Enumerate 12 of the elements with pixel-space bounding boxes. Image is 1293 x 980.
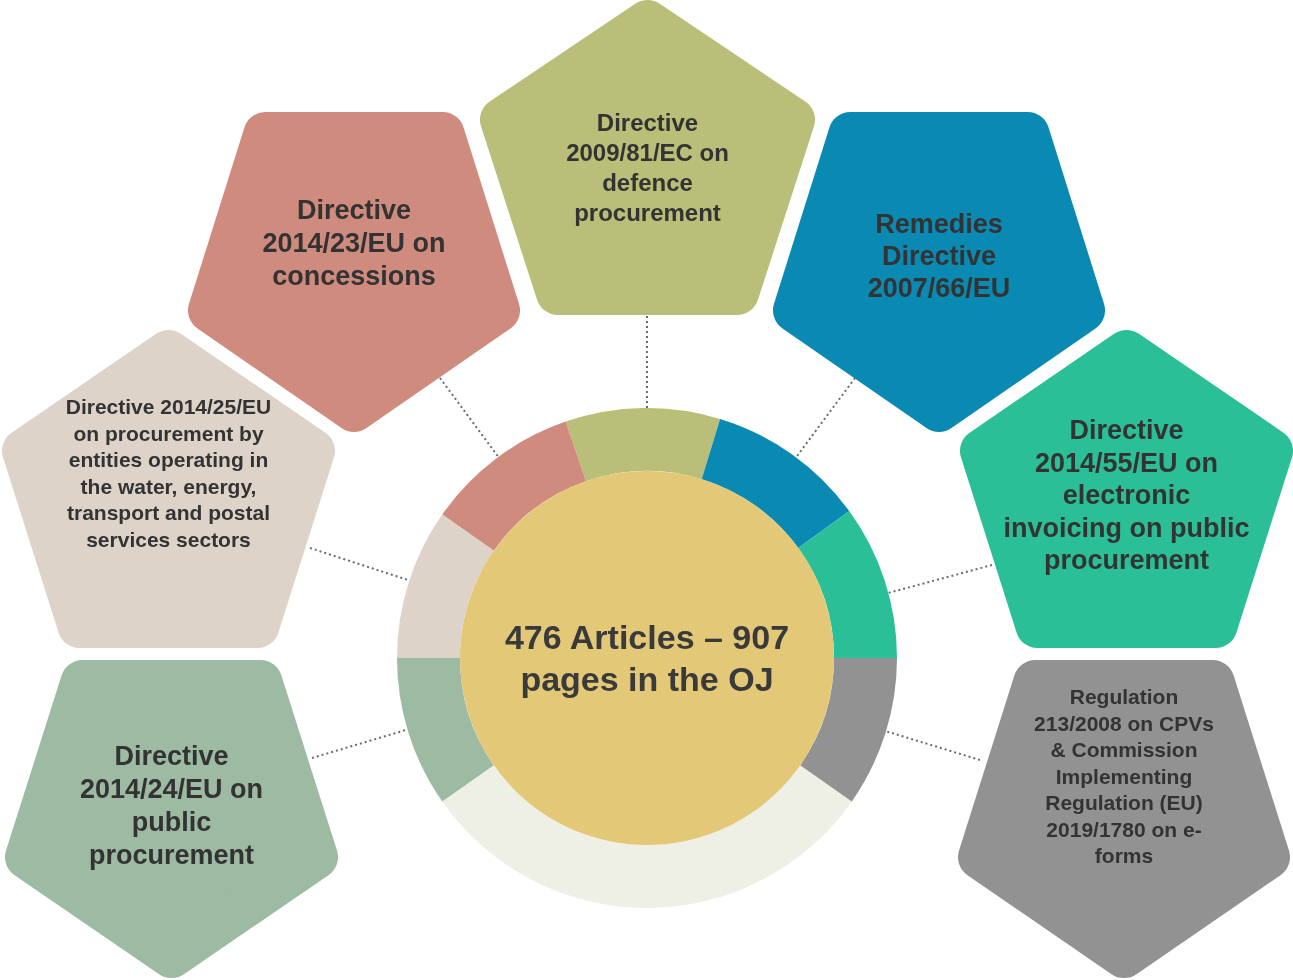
directive-label: Directive 2014/24/EU on public procurement — [78, 740, 265, 872]
directive-label: Regulation 213/2008 on CPVs & Commission Implementing Regulation (EU) 2019/1780 on e-forms — [1033, 684, 1215, 869]
directive-label: Directive 2014/23/EU on concessions — [261, 194, 447, 293]
directive-label: Directive 2014/25/EU on procurement by entities operating in the water, energy, transport and postal services sectors — [64, 394, 273, 553]
center-text: 476 Articles – 907 pages in the OJ — [503, 617, 791, 700]
directive-label: Directive 2009/81/EC on defence procurement — [565, 108, 730, 228]
dotted-connector — [439, 377, 500, 458]
dotted-connector — [885, 730, 981, 761]
dotted-connector — [646, 315, 648, 409]
dotted-connector — [887, 564, 993, 594]
directive-label: Remedies Directive 2007/66/EU — [866, 208, 1012, 304]
directive-label: Directive 2014/55/EU on electronic invoicing on public procurement — [1002, 414, 1251, 577]
